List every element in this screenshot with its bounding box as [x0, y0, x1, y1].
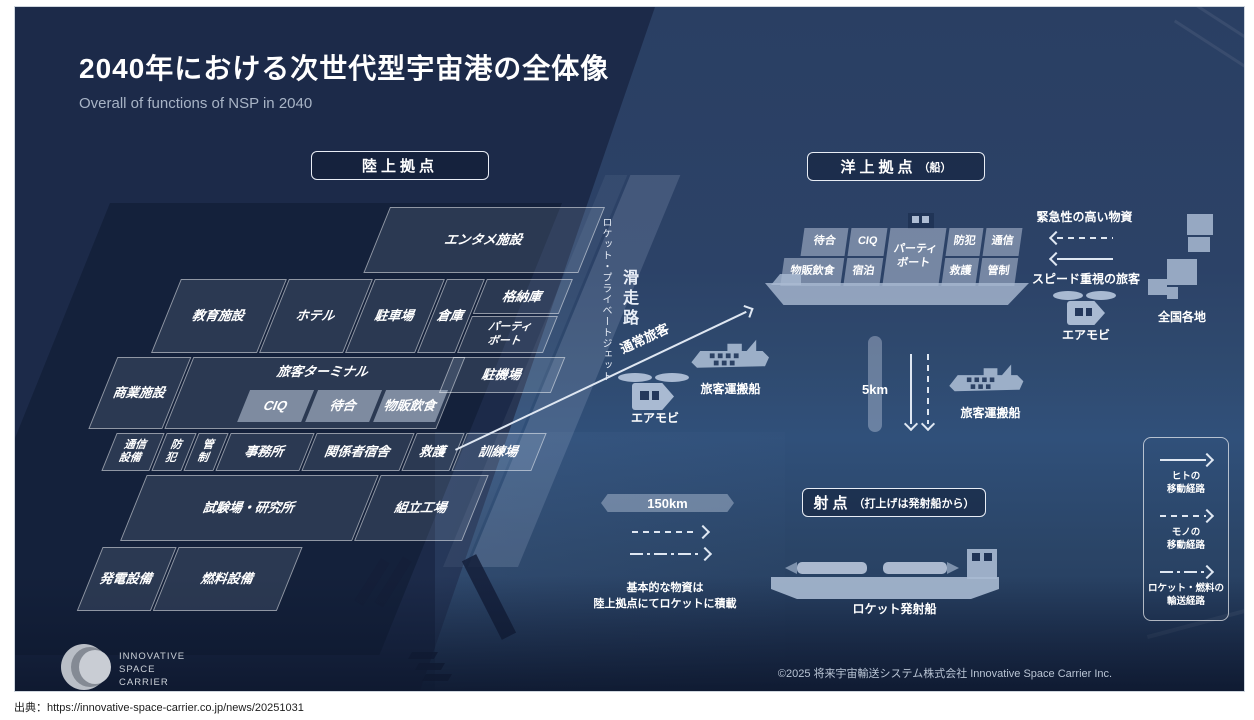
down-arrow-dashed: [927, 354, 929, 424]
legend-dashdot-arrow-icon: [1160, 564, 1215, 580]
ship-cell-lodging: 宿泊: [843, 258, 884, 286]
copyright-text: ©2025 将来宇宙輸送システム株式会社 Innovative Space Ca…: [777, 668, 1113, 680]
cargo-note: 基本的な物資は 陸上拠点にてロケットに積載: [593, 582, 737, 610]
air-mobility-label-right: エアモビ: [1061, 328, 1110, 342]
land-base-header: 陸上拠点: [311, 151, 489, 180]
land-cell-test-research: 試験場・研究所: [120, 475, 379, 541]
distance-150km-label: 150km: [647, 495, 688, 511]
passenger-ship-icon: [949, 364, 1024, 392]
legend-label-rocket-fuel: ロケット・燃料の 輸送経路: [1147, 583, 1224, 608]
land-cell-terminal-label: 旅客ターミナル: [274, 364, 373, 379]
land-cell-office: 事務所: [215, 433, 315, 471]
ship-cell-party-boat: パーティ ボート: [882, 228, 947, 286]
land-cell-waiting: 待合: [305, 390, 383, 422]
ship-funnel: [908, 213, 934, 229]
land-base-header-label: 陸上拠点: [361, 158, 438, 175]
launch-site-header: 射点 （打上げは発射船から）: [802, 488, 986, 517]
passenger-ship-label-right: 旅客運搬船: [960, 406, 1021, 420]
infographic-canvas: 2040年における次世代型宇宙港の全体像 Overall of function…: [14, 6, 1245, 692]
ship-cell-comms: 通信: [982, 228, 1023, 256]
cargo-dashdot-arrow: [630, 553, 700, 555]
legend-item-people: ヒトの 移動経路: [1144, 452, 1228, 512]
launch-site-header-label: 射点: [813, 495, 852, 512]
ship-cell-waiting: 待合: [800, 228, 849, 256]
legend-item-goods: モノの 移動経路: [1144, 508, 1228, 568]
logo-line-3: CARRIER: [119, 676, 169, 688]
legend-solid-arrow-icon: [1160, 452, 1215, 468]
page-subtitle: Overall of functions of NSP in 2040: [79, 95, 313, 112]
land-cell-hangar: 格納庫: [472, 279, 573, 314]
distance-5km-label: 5km: [861, 382, 889, 397]
land-cell-training: 訓練場: [451, 433, 547, 471]
ship-cell-ciq: CIQ: [847, 228, 888, 256]
logo-line-2: SPACE: [119, 663, 156, 675]
cargo-dashed-arrow: [632, 531, 698, 533]
land-cell-shops: 物販飲食: [373, 390, 449, 422]
sea-base-header-label: 洋上拠点: [840, 159, 917, 176]
ship-hull: [765, 283, 1029, 305]
land-cell-ciq: CIQ: [237, 390, 315, 422]
passenger-ship-icon: [691, 339, 769, 368]
urgent-cargo-label: 緊急性の高い物資: [1036, 210, 1133, 224]
legend-label-people: ヒトの 移動経路: [1166, 471, 1205, 496]
rocket-launch-ship-icon: [771, 549, 999, 599]
air-mobility-icon: [618, 373, 690, 413]
land-cell-terminal: 旅客ターミナル CIQ 待合 物販飲食: [164, 357, 466, 429]
land-cell-party-boat: パーティ ボート: [457, 316, 558, 353]
distance-gauge: [868, 336, 882, 432]
land-cell-fuel: 燃料設備: [152, 547, 303, 611]
runway-label: 滑走路: [620, 269, 637, 329]
urgent-cargo-arrow: [1057, 237, 1113, 239]
rocket-private-jet-label: ロケット・プライベートジェット: [600, 217, 611, 382]
rocket-launch-ship-label: ロケット発射船: [852, 602, 937, 616]
company-logo-text: INNOVATIVE SPACE CARRIER: [119, 651, 185, 689]
passenger-ship-label: 旅客運搬船: [700, 382, 761, 396]
legend-box: ヒトの 移動経路 モノの 移動経路 ロケット・燃料の 輸送経路: [1143, 437, 1229, 621]
ship-cell-rescue: 救護: [941, 258, 980, 286]
air-mobility-label: エアモビ: [630, 411, 679, 425]
ship-cell-control: 管制: [978, 258, 1019, 286]
air-mobility-icon-right: [1053, 291, 1119, 329]
source-caption: 出典：https://innovative-space-carrier.co.j…: [14, 702, 304, 714]
ship-bow-step: [771, 274, 801, 285]
land-cell-apron: 駐機場: [438, 357, 566, 393]
land-cell-entertainment: エンタメ施設: [363, 207, 605, 273]
legend-label-goods: モノの 移動経路: [1166, 527, 1205, 552]
sea-base-header-note: （船）: [918, 161, 952, 174]
speed-passenger-arrow: [1057, 258, 1113, 260]
ship-cell-security: 防犯: [945, 228, 984, 256]
logo-line-1: INNOVATIVE: [119, 651, 186, 662]
sea-base-header: 洋上拠点 （船）: [807, 152, 985, 181]
legend-item-rocket-fuel: ロケット・燃料の 輸送経路: [1144, 564, 1228, 624]
distance-150km-capsule: 150km: [601, 494, 734, 512]
bottom-shade: [15, 576, 1244, 691]
legend-dashed-arrow-icon: [1160, 508, 1215, 524]
japan-map-icon: [1145, 212, 1217, 304]
launch-site-header-note: （打上げは発射船から）: [853, 497, 975, 510]
land-cell-staff-dorm: 関係者宿舎: [301, 433, 415, 471]
speed-passenger-label: スピード重視の旅客: [1031, 272, 1140, 286]
down-arrow-solid: [910, 354, 912, 424]
nationwide-label: 全国各地: [1157, 310, 1206, 324]
page-title: 2040年における次世代型宇宙港の全体像: [79, 53, 610, 84]
